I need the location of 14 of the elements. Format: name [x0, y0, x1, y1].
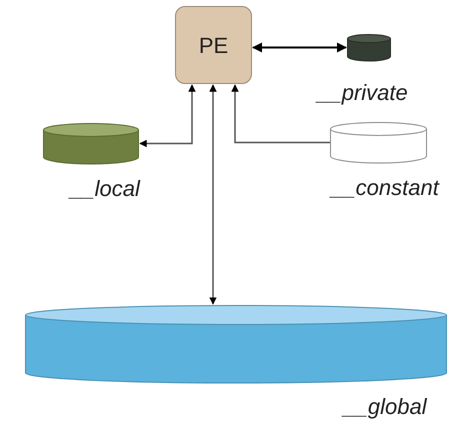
- cylinder-caption: __private: [317, 79, 408, 107]
- cylinder-caption: __global: [343, 393, 427, 421]
- arrow: [209, 84, 217, 305]
- cylinder-caption: __local: [70, 175, 140, 203]
- arrow: [252, 42, 347, 52]
- cylinder: [330, 122, 427, 163]
- cylinder: [43, 123, 139, 164]
- cylinder-caption: __constant: [331, 174, 439, 202]
- cylinder: [25, 305, 447, 383]
- node-label: PE: [198, 32, 228, 60]
- cylinder: [347, 34, 391, 61]
- arrow: [231, 84, 330, 144]
- process-box: [175, 6, 252, 84]
- arrow: [139, 84, 196, 148]
